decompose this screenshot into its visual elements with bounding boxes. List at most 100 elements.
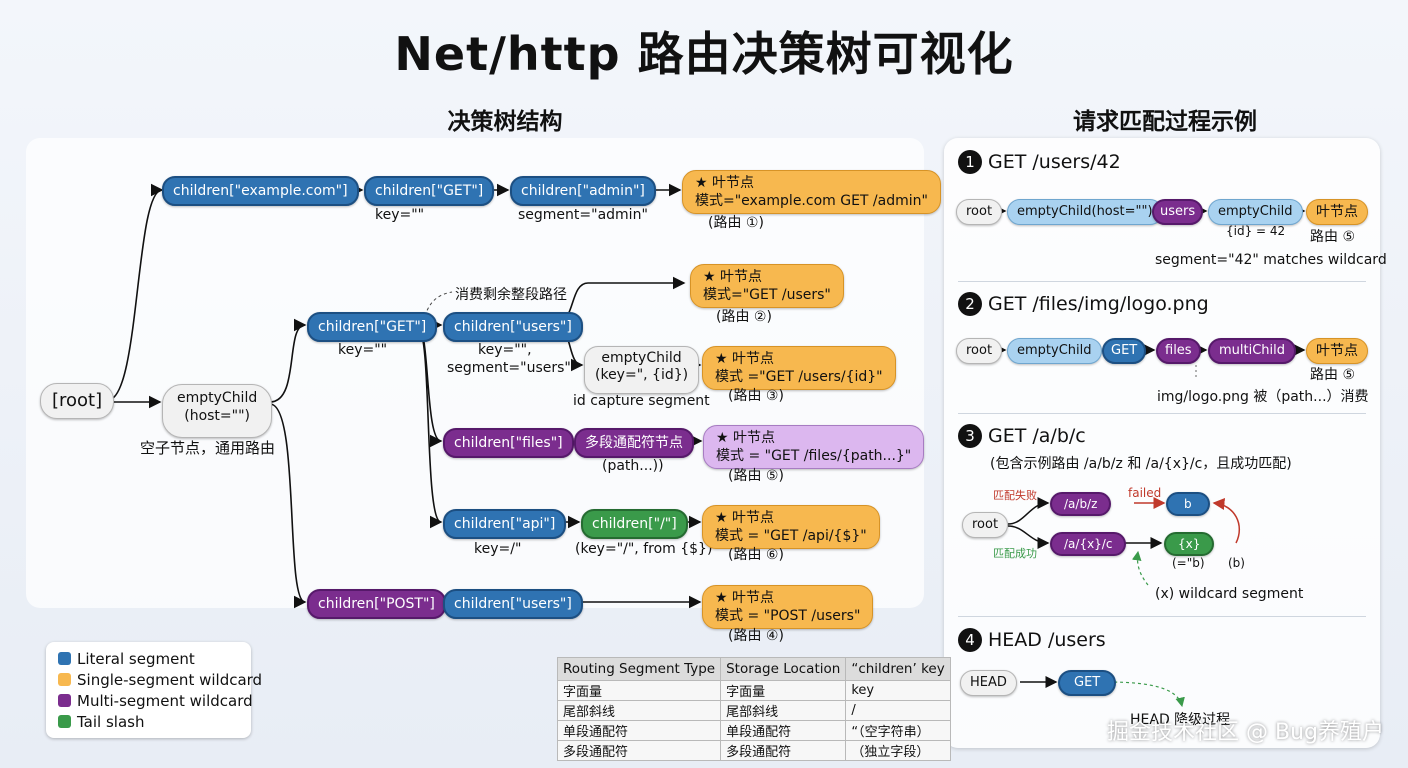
empty-child-host: (host="") bbox=[184, 408, 250, 424]
table-row: 尾部斜线 尾部斜线 / bbox=[556, 700, 951, 721]
ex4-note: HEAD 降级过程 bbox=[1130, 712, 1231, 728]
consume-note: 消费剩余整段路径 bbox=[455, 287, 567, 303]
leaf-node-post: ★ 叶节点 模式 = "POST /users" bbox=[702, 585, 874, 629]
ex3-x-eq: (="b) bbox=[1172, 556, 1205, 570]
node-empty-child-id: emptyChild (key=", {id}) bbox=[584, 346, 700, 394]
node-empty-child: emptyChild (host="") bbox=[162, 384, 273, 438]
table-cell: 多段通配符 bbox=[720, 740, 847, 761]
ex3-axc: /a/{x}/c bbox=[1050, 532, 1127, 556]
legend-item-tail: Tail slash bbox=[58, 713, 144, 731]
ex3-b-paren: (b) bbox=[1228, 556, 1245, 570]
ex1-empty-child-2: emptyChild bbox=[1208, 199, 1303, 225]
legend-item-literal: Literal segment bbox=[58, 650, 195, 668]
left-section-title: 决策树结构 bbox=[447, 109, 563, 135]
empty-child-name: emptyChild bbox=[177, 390, 258, 406]
node-children-files: children["files"] bbox=[443, 428, 574, 458]
table-row: 字面量 字面量 key bbox=[556, 680, 951, 701]
empty-child-id-key: (key=", {id}) bbox=[595, 367, 689, 383]
table-cell: 尾部斜线 bbox=[556, 700, 722, 721]
ex3-x: {x} bbox=[1164, 532, 1215, 556]
ex4-head: HEAD bbox=[960, 670, 1017, 696]
ex2-note: img/logo.png 被（path...）消费 bbox=[1157, 389, 1369, 405]
label-api-key: key=/" bbox=[474, 541, 522, 557]
table-cell: / bbox=[845, 700, 951, 721]
leaf-title: ★ 叶节点 bbox=[715, 590, 775, 606]
root-node: [root] bbox=[40, 383, 115, 419]
table-cell: key bbox=[845, 680, 951, 701]
node-children-users: children["users"] bbox=[443, 312, 583, 342]
ex1-empty-child: emptyChild(host="") bbox=[1007, 199, 1163, 225]
legend-swatch bbox=[58, 694, 71, 707]
label-key-empty-2: key="" bbox=[338, 342, 388, 358]
table-cell: “（空字符串） bbox=[845, 720, 951, 741]
leaf-node-admin: ★ 叶节点 模式="example.com GET /admin" bbox=[682, 170, 941, 214]
route-6-label: (路由 ⑥) bbox=[728, 547, 784, 563]
right-section-title: 请求匹配过程示例 bbox=[1073, 109, 1257, 135]
ex1-note: segment="42" matches wildcard bbox=[1155, 252, 1387, 268]
ex3-fail-label: 匹配失败 bbox=[993, 489, 1037, 502]
route-5-label: (路由 ⑤) bbox=[728, 468, 784, 484]
ex3-failed-label: failed bbox=[1128, 486, 1162, 500]
leaf-title: ★ 叶节点 bbox=[715, 510, 775, 526]
table-cell: 字面量 bbox=[556, 680, 722, 701]
table-header-row: Routing Segment Type Storage Location “c… bbox=[556, 657, 951, 681]
ex2-multi-child: multiChild bbox=[1208, 338, 1297, 364]
legend-swatch bbox=[58, 652, 71, 665]
table-cell: 多段通配符 bbox=[556, 740, 722, 761]
label-users-key: key="", bbox=[478, 342, 532, 358]
node-children-get: children["GET"] bbox=[307, 312, 438, 342]
table-header-cell: Storage Location bbox=[720, 657, 847, 681]
table-header-cell: “children’ key bbox=[845, 657, 951, 681]
leaf-pattern: 模式 = "POST /users" bbox=[715, 608, 861, 624]
table-cell: 尾部斜线 bbox=[720, 700, 847, 721]
step-number: 4 bbox=[958, 628, 982, 652]
leaf-node-files: ★ 叶节点 模式 = "GET /files/{path...}" bbox=[703, 425, 925, 469]
route-3-label: (路由 ③) bbox=[728, 388, 784, 404]
leaf-node-users: ★ 叶节点 模式="GET /users" bbox=[690, 264, 844, 308]
ex3-root: root bbox=[962, 512, 1009, 538]
ex1-route: 路由 ⑤ bbox=[1310, 229, 1356, 245]
ex4-get: GET bbox=[1058, 670, 1117, 696]
node-children-post: children["POST"] bbox=[307, 589, 446, 619]
ex1-root: root bbox=[956, 199, 1003, 225]
legend-item-single: Single-segment wildcard bbox=[58, 671, 262, 689]
example-panel bbox=[944, 138, 1380, 748]
table-cell: 字面量 bbox=[720, 680, 847, 701]
leaf-title: ★ 叶节点 bbox=[695, 175, 755, 191]
ex1-users: users bbox=[1152, 199, 1204, 225]
table-cell: （独立字段） bbox=[845, 740, 951, 761]
ex2-root: root bbox=[956, 338, 1003, 364]
id-capture-label: id capture segment bbox=[573, 393, 710, 409]
ex1-leaf: 叶节点 bbox=[1306, 199, 1368, 225]
route-2-label: (路由 ②) bbox=[716, 309, 772, 325]
ex2-route: 路由 ⑤ bbox=[1310, 367, 1356, 383]
leaf-title: ★ 叶节点 bbox=[703, 269, 763, 285]
table-header-cell: Routing Segment Type bbox=[556, 657, 722, 681]
node-children-example-com: children["example.com"] bbox=[162, 176, 359, 206]
step-number: 1 bbox=[958, 150, 982, 174]
step-number: 2 bbox=[958, 292, 982, 316]
ex3-success-label: 匹配成功 bbox=[993, 547, 1037, 560]
node-children-get-host: children["GET"] bbox=[364, 176, 495, 206]
empty-child-id-name: emptyChild bbox=[601, 350, 682, 366]
ex2-empty-child: emptyChild bbox=[1007, 338, 1102, 364]
routing-segment-table: Routing Segment Type Storage Location “c… bbox=[556, 657, 951, 761]
table-cell: 单段通配符 bbox=[720, 720, 847, 741]
node-children-admin: children["admin"] bbox=[510, 176, 656, 206]
divider bbox=[958, 281, 1366, 282]
node-multi-wildcard: 多段通配符节点 bbox=[574, 428, 694, 458]
legend-item-multi: Multi-segment wildcard bbox=[58, 692, 253, 710]
leaf-pattern: 模式="example.com GET /admin" bbox=[695, 193, 928, 209]
leaf-pattern: 模式 ="GET /users/{id}" bbox=[715, 369, 883, 385]
legend-swatch bbox=[58, 673, 71, 686]
route-1-label: (路由 ①) bbox=[708, 215, 764, 231]
watermark: 掘金技术社区 @ Bug养殖户 bbox=[1107, 720, 1384, 745]
node-children-api: children["api"] bbox=[443, 509, 567, 539]
table-row: 多段通配符 多段通配符 （独立字段） bbox=[556, 740, 951, 761]
leaf-pattern: 模式 = "GET /files/{path...}" bbox=[716, 448, 912, 464]
ex3-wildcard-note: (x) wildcard segment bbox=[1155, 586, 1304, 602]
